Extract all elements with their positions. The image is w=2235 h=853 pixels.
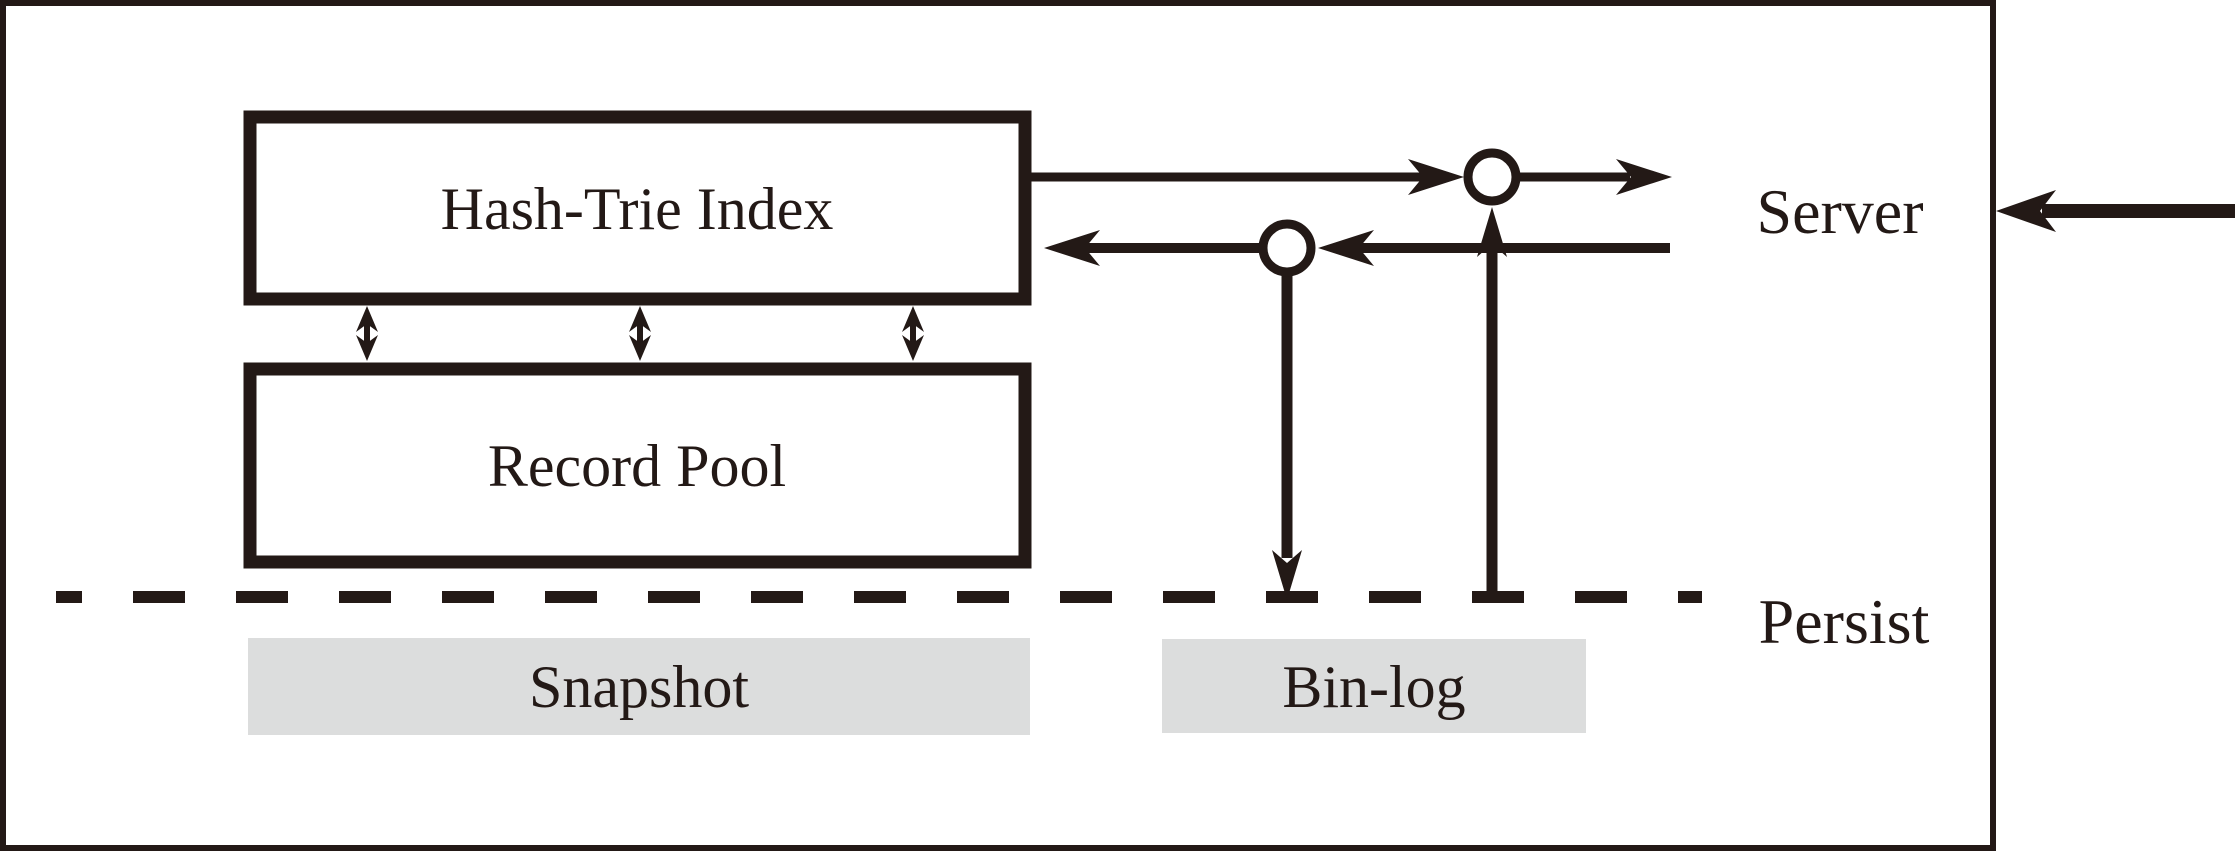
flow-junction-circle-icon — [1258, 219, 1316, 277]
arrow-left-icon — [1044, 230, 1100, 266]
outer-border — [0, 0, 1996, 851]
index-to-server-arrow — [1031, 159, 1672, 195]
arrow-down-icon — [1272, 550, 1302, 600]
incoming-request-arrow — [1996, 190, 2235, 232]
record-pool-label: Record Pool — [488, 433, 786, 499]
snapshot-label: Snapshot — [529, 654, 749, 720]
arrow-left-icon — [1996, 190, 2056, 232]
record-pool-box — [243, 362, 1032, 569]
snapshot-box — [248, 638, 1030, 735]
hash-trie-index-box — [243, 110, 1032, 306]
arrow-right-icon — [1616, 159, 1672, 195]
arrow-up-icon — [1477, 207, 1507, 257]
arrow-right-icon — [1408, 159, 1464, 195]
arrow-left-icon — [1318, 230, 1374, 266]
binlog-write-arrow — [1272, 274, 1302, 600]
server-to-index-arrow — [1044, 230, 1670, 266]
persist-label: Persist — [1759, 586, 1930, 657]
bin-log-box — [1162, 639, 1586, 733]
index-pool-sync-arrow — [902, 306, 924, 361]
binlog-replay-arrow — [1477, 207, 1507, 597]
flow-junction-circle-icon — [1463, 148, 1521, 206]
server-label: Server — [1756, 176, 1923, 247]
index-pool-sync-arrow — [356, 306, 378, 361]
hash-trie-index-label: Hash-Trie Index — [441, 176, 834, 242]
index-pool-sync-arrow — [629, 306, 651, 361]
bin-log-label: Bin-log — [1282, 654, 1465, 720]
